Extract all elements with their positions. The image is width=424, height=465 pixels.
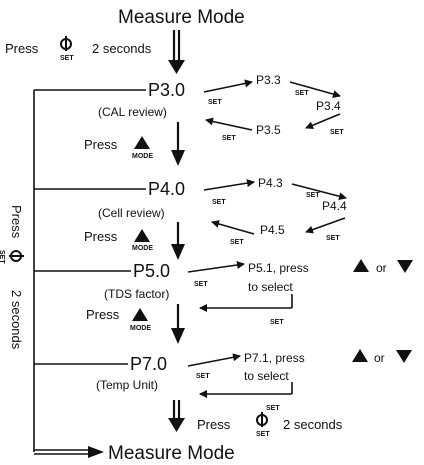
svg-text:to select: to select — [244, 369, 289, 383]
step-p5: P5.0 (TDS factor) SET P5.1, press or to … — [86, 259, 413, 344]
exit-press-text: Press — [197, 417, 231, 432]
svg-text:SET: SET — [212, 199, 226, 206]
hold-duration-text: 2 seconds — [92, 41, 152, 56]
step-desc: (Cell review) — [98, 206, 165, 220]
svg-text:P3.4: P3.4 — [316, 99, 341, 113]
down-triangle-icon — [396, 350, 412, 363]
step-p4: P4.0 (Cell review) SET P4.3 SET P4.4 SET… — [84, 176, 347, 260]
step-desc: (CAL review) — [98, 105, 167, 119]
svg-text:SET: SET — [222, 135, 236, 142]
power-set-icon: SET — [60, 35, 74, 62]
svg-text:2 seconds: 2 seconds — [9, 290, 24, 350]
press-text: Press — [84, 229, 118, 244]
enter-arrow — [168, 30, 185, 74]
svg-text:SET: SET — [230, 239, 244, 246]
svg-text:SET: SET — [0, 250, 5, 264]
footer-title: Measure Mode — [108, 443, 235, 464]
svg-text:SET: SET — [194, 281, 208, 288]
exit-power-set-icon: SET — [256, 411, 270, 438]
svg-text:P3.5: P3.5 — [256, 123, 281, 137]
step-desc: (Temp Unit) — [96, 378, 158, 392]
hold-press-text: Press — [5, 41, 39, 56]
svg-text:MODE: MODE — [130, 325, 151, 332]
svg-text:SET: SET — [330, 129, 344, 136]
svg-text:SET: SET — [208, 99, 222, 106]
press-text: Press — [86, 307, 120, 322]
side-label: Press — [9, 205, 24, 239]
svg-text:SET: SET — [326, 235, 340, 242]
up-triangle-icon — [353, 259, 369, 272]
svg-text:or: or — [376, 261, 387, 275]
svg-text:P5.1, press: P5.1, press — [248, 261, 309, 275]
svg-text:SET: SET — [295, 90, 309, 97]
exit-arrow — [168, 400, 185, 432]
svg-text:Press: Press — [9, 205, 24, 239]
step-code: P4.0 — [148, 179, 185, 199]
down-triangle-icon — [397, 260, 413, 273]
loop-line — [33, 89, 146, 458]
step-code: P5.0 — [133, 261, 170, 281]
side-power-set-icon: SET — [0, 250, 25, 264]
header-title: Measure Mode — [118, 7, 245, 28]
press-text: Press — [84, 137, 118, 152]
svg-text:P4.3: P4.3 — [258, 176, 283, 190]
svg-text:SET: SET — [270, 319, 284, 326]
svg-text:or: or — [374, 351, 385, 365]
up-triangle-icon — [352, 349, 368, 362]
step-p7: P7.0 (Temp Unit) SET P7.1, press or to s… — [96, 349, 412, 412]
side-duration: 2 seconds — [9, 290, 24, 350]
step-code: P3.0 — [148, 80, 185, 100]
svg-text:MODE: MODE — [132, 153, 153, 160]
step-desc: (TDS factor) — [104, 287, 169, 301]
svg-text:P3.3: P3.3 — [256, 73, 281, 87]
svg-text:SET: SET — [266, 405, 280, 412]
svg-text:P7.1, press: P7.1, press — [244, 351, 305, 365]
svg-text:MODE: MODE — [132, 245, 153, 252]
svg-text:SET: SET — [60, 55, 74, 62]
step-p3: P3.0 (CAL review) SET P3.3 SET P3.4 SET … — [84, 73, 344, 166]
step-code: P7.0 — [130, 354, 167, 374]
svg-text:to select: to select — [248, 280, 293, 294]
svg-text:SET: SET — [256, 431, 270, 438]
svg-text:SET: SET — [306, 192, 320, 199]
svg-text:SET: SET — [196, 373, 210, 380]
exit-duration-text: 2 seconds — [283, 417, 343, 432]
svg-text:P4.5: P4.5 — [260, 223, 285, 237]
svg-text:P4.4: P4.4 — [322, 199, 347, 213]
